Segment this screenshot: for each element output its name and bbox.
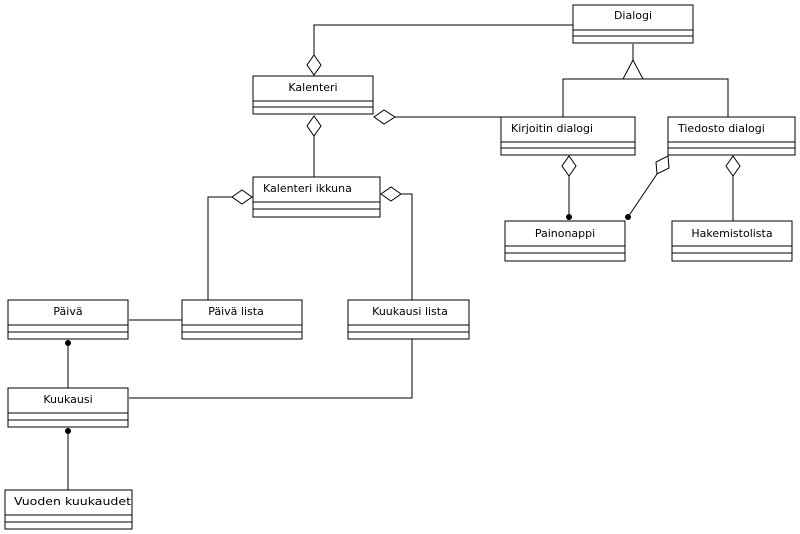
connector-ikkuna-paiva-lista — [207, 196, 232, 300]
class-hakemistolista: Hakemistolista — [671, 220, 793, 262]
class-name-paiva-lista: Päivä lista — [208, 305, 264, 318]
generalization-triangle — [622, 58, 644, 80]
class-name-paiva: Päivä — [53, 305, 82, 318]
class-kalenteri: Kalenteri — [252, 75, 374, 115]
aggregation-diamond-tiedosto-hakemistolista — [725, 155, 741, 177]
connector-kalenteri-dialogi — [313, 24, 573, 55]
association-end-dot-painonappi-2 — [625, 214, 631, 220]
class-paiva-lista: Päivä lista — [181, 299, 303, 340]
class-name-kalenteri-ikkuna: Kalenteri ikkuna — [263, 182, 352, 195]
class-kalenteri-ikkuna: Kalenteri ikkuna — [252, 176, 381, 218]
class-kirjoitin-dialogi: Kirjoitin dialogi — [500, 116, 636, 156]
class-tiedosto-dialogi: Tiedosto dialogi — [667, 116, 796, 156]
class-name-kuukausi: Kuukausi — [43, 393, 92, 406]
class-name-tiedosto-dialogi: Tiedosto dialogi — [677, 122, 765, 135]
connector-kuukausi-kuukausi-lista — [129, 339, 413, 399]
association-end-dot-painonappi-1 — [566, 214, 572, 220]
class-name-dialogi: Dialogi — [614, 9, 652, 22]
aggregation-diamond-tiedosto-painonappi — [655, 155, 670, 175]
aggregation-diamond-kalenteri-ikkuna — [306, 115, 322, 137]
association-end-dot-paiva — [65, 340, 71, 346]
class-name-kuukausi-lista: Kuukausi lista — [372, 305, 448, 318]
class-painonappi: Painonappi — [504, 220, 626, 262]
connector-tiedosto-painonappi — [627, 173, 658, 218]
class-dialogi: Dialogi — [572, 4, 694, 44]
class-name-vuoden-kuukaudet: Vuoden kuukaudet — [14, 495, 132, 508]
class-name-painonappi: Painonappi — [535, 227, 595, 240]
class-kuukausi-lista: Kuukausi lista — [347, 299, 470, 340]
generalization-tree — [562, 78, 729, 117]
aggregation-diamond-ikkuna-kuukausi-lista — [380, 186, 402, 202]
class-name-hakemistolista: Hakemistolista — [691, 227, 772, 240]
aggregation-diamond-ikkuna-paiva-lista — [231, 189, 253, 205]
connector-ikkuna-kuukausi-lista — [401, 193, 413, 300]
class-vuoden-kuukaudet: Vuoden kuukaudet — [4, 489, 133, 530]
class-name-kalenteri: Kalenteri — [288, 81, 337, 94]
class-paiva: Päivä — [7, 299, 129, 340]
association-end-dot-kuukausi — [65, 428, 71, 434]
aggregation-diamond-kirjoitin-painonappi — [561, 155, 577, 177]
class-kuukausi: Kuukausi — [7, 387, 129, 428]
class-name-kirjoitin-dialogi: Kirjoitin dialogi — [511, 122, 593, 135]
aggregation-diamond-kalenteri-dialogi — [306, 54, 322, 76]
aggregation-diamond-kalenteri-kirjoitin — [373, 109, 396, 125]
